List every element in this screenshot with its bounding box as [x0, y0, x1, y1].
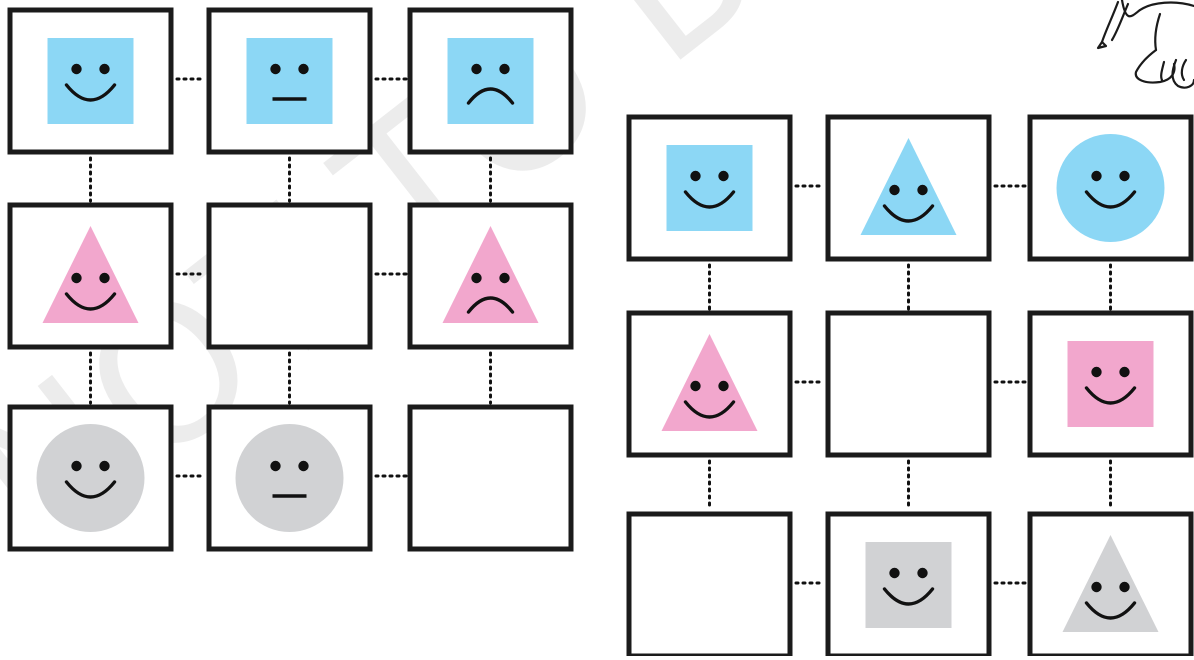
eye	[298, 460, 309, 472]
pattern-cell	[626, 114, 793, 262]
circle-shape	[1056, 134, 1165, 242]
smile-mouth	[1084, 190, 1137, 209]
watermark: NOT TO BE REPUBLISHED	[0, 0, 1194, 595]
pattern-cell	[407, 202, 574, 350]
pattern-cell	[626, 310, 793, 458]
smile-mouth	[882, 204, 935, 223]
eye	[298, 63, 309, 75]
pattern-cell	[407, 7, 574, 155]
circle-shape	[235, 424, 344, 532]
eye	[471, 272, 482, 284]
eye	[499, 63, 510, 75]
cartoon-figure-icon	[1096, 0, 1194, 89]
eye	[889, 184, 900, 196]
cell-frame	[407, 404, 574, 552]
eye	[99, 460, 110, 472]
triangle-shape	[661, 334, 758, 431]
empty-answer-box[interactable]	[407, 404, 574, 552]
square-shape	[666, 145, 753, 231]
smile-mouth	[1084, 386, 1137, 405]
sad-mouth	[466, 296, 515, 314]
cell-frame	[825, 310, 992, 458]
circle-shape	[36, 424, 145, 532]
eye	[917, 567, 928, 579]
smile-mouth	[64, 292, 117, 311]
triangle-shape	[1062, 535, 1159, 632]
eye	[270, 63, 281, 75]
smile-mouth	[64, 83, 117, 102]
pattern-cell	[7, 404, 174, 552]
puzzle-grid-right	[626, 114, 1194, 659]
eye	[499, 272, 510, 284]
eye	[471, 63, 482, 75]
eye	[71, 63, 82, 75]
triangle-shape	[42, 226, 139, 323]
eye	[1119, 170, 1130, 182]
square-shape	[1067, 341, 1154, 427]
watermark-text: NOT TO BE REPUBLISHED	[0, 0, 1194, 595]
triangle-shape	[860, 138, 957, 235]
empty-answer-box[interactable]	[206, 202, 373, 350]
pattern-cell	[7, 7, 174, 155]
empty-answer-box[interactable]	[626, 511, 793, 659]
pattern-cell	[206, 7, 373, 155]
eye	[1119, 581, 1130, 593]
triangle-shape	[442, 226, 539, 323]
eye	[1091, 366, 1102, 378]
empty-answer-box[interactable]	[825, 310, 992, 458]
pattern-cell	[7, 202, 174, 350]
eye	[99, 63, 110, 75]
eye	[71, 460, 82, 472]
smile-mouth	[683, 400, 736, 419]
eye	[1119, 366, 1130, 378]
pattern-cell	[825, 511, 992, 659]
pattern-cell	[825, 114, 992, 262]
eye	[1091, 581, 1102, 593]
square-shape	[865, 542, 952, 628]
eye	[889, 567, 900, 579]
eye	[917, 184, 928, 196]
pattern-cell	[206, 404, 373, 552]
eye	[690, 170, 701, 182]
smile-mouth	[882, 587, 935, 606]
eye	[718, 380, 729, 392]
eye	[99, 272, 110, 284]
square-shape	[47, 38, 134, 124]
cell-frame	[626, 511, 793, 659]
pattern-cell	[1027, 114, 1194, 262]
smile-mouth	[64, 480, 117, 499]
puzzle-grid-left	[7, 7, 574, 552]
eye	[71, 272, 82, 284]
sad-mouth	[466, 87, 515, 105]
smile-mouth	[1084, 601, 1137, 620]
square-shape	[447, 38, 534, 124]
smile-mouth	[683, 190, 736, 209]
eye	[1091, 170, 1102, 182]
eye	[718, 170, 729, 182]
puzzle-grids	[7, 7, 1194, 659]
square-shape	[246, 38, 333, 124]
pattern-cell	[1027, 310, 1194, 458]
eye	[690, 380, 701, 392]
pattern-cell	[1027, 511, 1194, 659]
eye	[270, 460, 281, 472]
cell-frame	[206, 202, 373, 350]
